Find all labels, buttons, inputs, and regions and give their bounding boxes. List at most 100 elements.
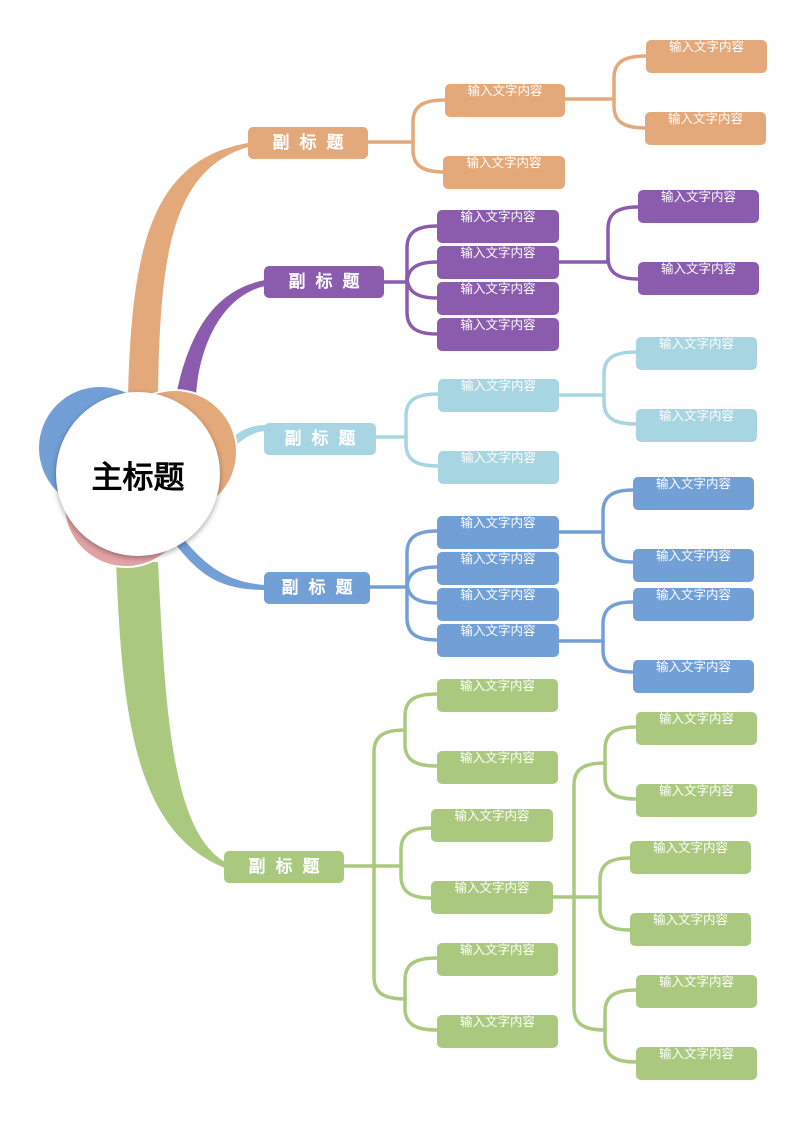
blue-node-1-1-label: 输入文字内容 [655,476,731,491]
green-l2-g1-link-1 [603,761,638,801]
orange-l2-link-1 [612,97,648,130]
green-node-3-2-label: 输入文字内容 [459,1014,535,1029]
lightblue-node-1-1[interactable]: 输入文字内容 [636,337,757,370]
blue-l1-link-1 [405,565,439,590]
blue-node-1-2[interactable]: 输入文字内容 [633,549,754,582]
subtitle-node-orange[interactable]: 副标题 [248,127,368,159]
blue-node-2[interactable]: 输入文字内容 [437,552,559,585]
purple-node-2-2[interactable]: 输入文字内容 [638,262,759,295]
orange-node-1-label: 输入文字内容 [467,83,543,98]
blue-node-3-label: 输入文字内容 [460,587,536,602]
subtitle-node-lightblue[interactable]: 副标题 [264,423,376,455]
purple-node-1[interactable]: 输入文字内容 [437,210,559,243]
subtitle-node-blue-label: 副标题 [281,578,363,598]
purple-node-4-label: 输入文字内容 [460,317,536,332]
green-node-2-2-5-label: 输入文字内容 [658,974,734,989]
green-node-2-2-6-label: 输入文字内容 [658,1046,734,1061]
main-branch-purple [176,280,265,395]
lightblue-node-2-label: 输入文字内容 [460,450,536,465]
orange-l2-link-0 [612,54,648,101]
green-node-2-2-2-label: 输入文字内容 [658,783,734,798]
blue-node-4-2[interactable]: 输入文字内容 [633,660,754,693]
green-node-3-2[interactable]: 输入文字内容 [437,1015,558,1048]
green-node-2-2-6[interactable]: 输入文字内容 [636,1047,757,1080]
subtitle-node-purple-label: 副标题 [288,272,370,292]
purple-node-3[interactable]: 输入文字内容 [437,282,559,315]
green-l2-link-1 [572,895,607,1032]
green-node-1-1[interactable]: 输入文字内容 [437,679,558,712]
green-l2-g2-link-0 [598,856,632,899]
purple-node-2-1[interactable]: 输入文字内容 [638,190,759,223]
green-node-2-2-1[interactable]: 输入文字内容 [636,712,757,745]
blue-node-4[interactable]: 输入文字内容 [437,624,559,657]
purple-l1-link-2 [405,275,439,300]
green-node-2-1[interactable]: 输入文字内容 [431,809,553,842]
lightblue-l2-link-1 [602,393,638,426]
orange-l1-link-1 [411,140,447,174]
lightblue-node-1[interactable]: 输入文字内容 [438,379,559,412]
green-node-3-1[interactable]: 输入文字内容 [437,943,558,976]
purple-node-3-label: 输入文字内容 [460,281,536,296]
green-node-1-1-label: 输入文字内容 [459,678,535,693]
green-l1-link-1 [372,864,407,1001]
green-l2-g3-link-1 [603,1028,638,1064]
purple-node-4[interactable]: 输入文字内容 [437,318,559,351]
main-title-node[interactable]: 主标题 [56,392,220,556]
green-node-3-1-label: 输入文字内容 [459,942,535,957]
green-node-2-2-4[interactable]: 输入文字内容 [630,913,751,946]
purple-node-2[interactable]: 输入文字内容 [437,246,559,279]
subtitle-node-orange-label: 副标题 [272,133,354,153]
green-node-2-2-5[interactable]: 输入文字内容 [636,975,757,1008]
subtitle-node-green-label: 副标题 [248,857,330,877]
green-node-1-2[interactable]: 输入文字内容 [437,751,558,784]
green-g1-link-0 [403,692,439,732]
green-node-2-2-3[interactable]: 输入文字内容 [630,841,751,874]
blue-node-1-1[interactable]: 输入文字内容 [633,477,754,510]
blue-l1-link-0 [405,529,439,589]
orange-node-2-label: 输入文字内容 [466,155,542,170]
subtitle-node-purple[interactable]: 副标题 [264,266,384,298]
lightblue-node-2[interactable]: 输入文字内容 [438,451,559,484]
green-node-2-2[interactable]: 输入文字内容 [431,881,553,914]
blue-l1-link-2 [405,580,439,605]
purple-node-2-1-label: 输入文字内容 [660,189,736,204]
blue-node-3[interactable]: 输入文字内容 [437,588,559,621]
green-g3-link-1 [403,997,439,1032]
green-g2-link-1 [399,864,433,900]
green-g3-link-0 [403,956,439,1001]
orange-node-1-2[interactable]: 输入文字内容 [645,112,766,145]
green-node-2-2-label: 输入文字内容 [454,880,530,895]
main-branch-green [116,562,225,868]
lightblue-l2-link-0 [602,350,638,397]
subtitle-node-green[interactable]: 副标题 [224,851,344,883]
blue-node-4-1[interactable]: 输入文字内容 [633,588,754,621]
blue-node-1[interactable]: 输入文字内容 [437,516,559,549]
green-l1-link-0 [372,728,407,868]
orange-node-1-1[interactable]: 输入文字内容 [646,40,767,73]
blue-l1-link-3 [405,585,439,642]
lightblue-l1-link-0 [404,392,440,439]
main-title-text: 主标题 [91,459,185,496]
orange-node-2[interactable]: 输入文字内容 [443,156,565,189]
green-node-2-2-4-label: 输入文字内容 [652,912,728,927]
orange-node-1-2-label: 输入文字内容 [667,111,743,126]
main-branch-lightblue [230,425,265,448]
green-node-2-2-2[interactable]: 输入文字内容 [636,784,757,817]
green-node-2-1-label: 输入文字内容 [454,808,530,823]
green-node-2-2-1-label: 输入文字内容 [658,711,734,726]
lightblue-node-1-label: 输入文字内容 [460,378,536,393]
blue-l2b-link-0 [601,600,635,643]
lightblue-node-1-2-label: 输入文字内容 [658,408,734,423]
orange-node-1-1-label: 输入文字内容 [668,39,744,54]
purple-l1-link-1 [405,260,439,285]
green-node-1-2-label: 输入文字内容 [459,750,535,765]
main-branch-blue [176,535,265,590]
lightblue-node-1-2[interactable]: 输入文字内容 [636,409,757,442]
green-l2-link-0 [572,761,607,899]
purple-l2-link-1 [606,256,640,281]
green-l2-g3-link-0 [603,988,638,1032]
main-branch-orange [128,143,248,395]
subtitle-node-blue[interactable]: 副标题 [264,572,370,604]
blue-l2a-link-0 [601,488,635,534]
orange-node-1[interactable]: 输入文字内容 [445,84,565,117]
